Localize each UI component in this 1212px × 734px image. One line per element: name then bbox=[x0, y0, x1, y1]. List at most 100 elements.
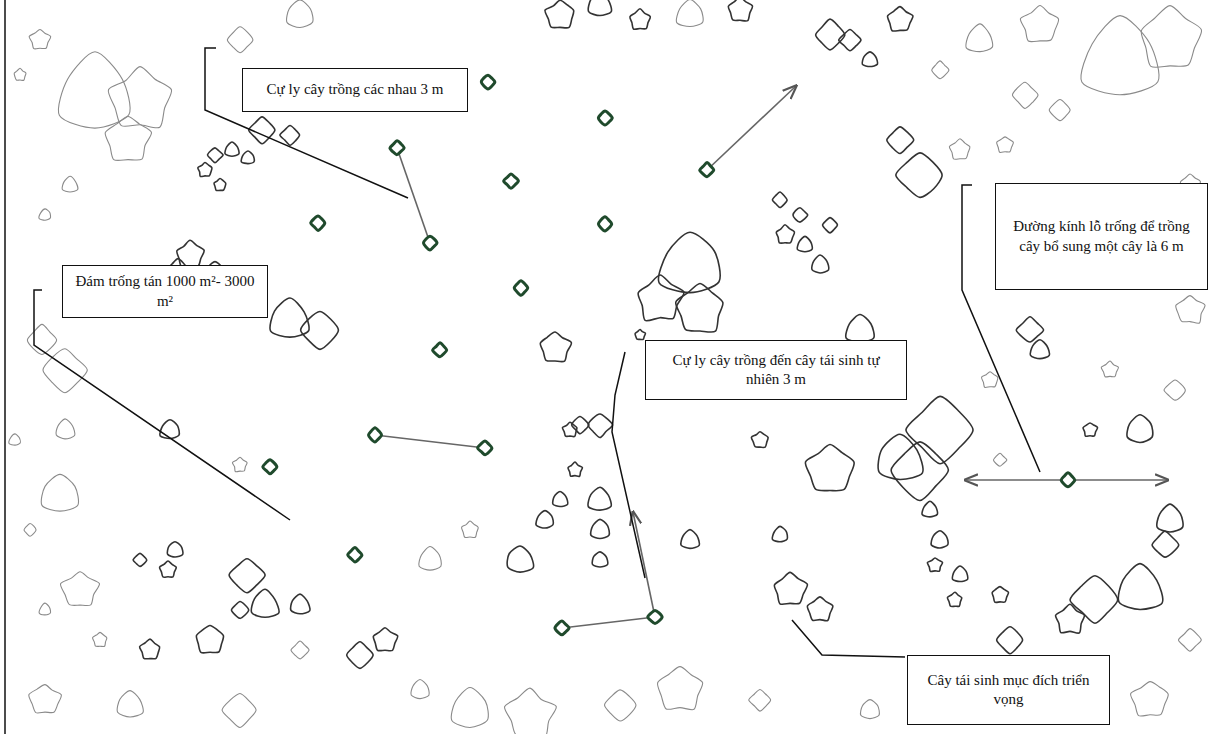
regeneration-tree bbox=[797, 236, 812, 251]
regeneration-tree bbox=[1030, 340, 1049, 359]
callout-text: Cây tái sinh mục đích triển vọng bbox=[916, 671, 1101, 710]
regeneration-tree bbox=[657, 667, 702, 710]
regeneration-tree bbox=[58, 52, 130, 128]
planted-tree bbox=[478, 441, 492, 455]
regeneration-trees bbox=[9, 0, 1205, 734]
regeneration-tree bbox=[301, 311, 339, 349]
planted-tree bbox=[433, 343, 447, 357]
regeneration-tree bbox=[56, 419, 75, 439]
regeneration-tree bbox=[816, 19, 845, 50]
regeneration-tree bbox=[588, 487, 611, 510]
regeneration-tree bbox=[177, 240, 204, 267]
regeneration-tree bbox=[887, 127, 914, 154]
regeneration-tree bbox=[270, 298, 309, 337]
regeneration-tree bbox=[638, 275, 684, 321]
regeneration-tree bbox=[635, 330, 645, 340]
regeneration-tree bbox=[1049, 100, 1070, 121]
planted-tree bbox=[263, 460, 277, 474]
callout-body: Cự ly cây trồng các nhau 3 m bbox=[267, 80, 444, 100]
regeneration-tree bbox=[588, 0, 611, 16]
regeneration-tree bbox=[225, 142, 239, 156]
regeneration-tree bbox=[291, 641, 309, 659]
regeneration-tree bbox=[839, 29, 861, 50]
regeneration-tree bbox=[553, 491, 568, 506]
regeneration-tree bbox=[772, 526, 787, 541]
callout-body: Đám trống tán 1000 m²- 3000 m² bbox=[71, 272, 259, 311]
planted-tree bbox=[598, 217, 611, 231]
callout-box: Cự ly cây trồng đến cây tái sinh tự nhiê… bbox=[645, 340, 907, 400]
regeneration-tree bbox=[291, 594, 310, 614]
planted-tree bbox=[504, 174, 519, 188]
regeneration-tree bbox=[251, 589, 279, 617]
planted-tree bbox=[348, 548, 362, 562]
regeneration-tree bbox=[1152, 531, 1179, 557]
regeneration-tree bbox=[347, 642, 373, 669]
regeneration-tree bbox=[891, 442, 948, 501]
planted-tree bbox=[648, 610, 662, 623]
callout-box: Cây tái sinh mục đích triển vọng bbox=[907, 655, 1110, 725]
regeneration-tree bbox=[676, 283, 723, 332]
regeneration-tree bbox=[591, 519, 610, 538]
callout-body: Đường kính lỗ trống để trồng cây bổ sung… bbox=[1004, 217, 1199, 256]
regeneration-tree bbox=[927, 558, 942, 572]
regeneration-tree bbox=[198, 162, 212, 176]
regeneration-tree bbox=[805, 445, 854, 491]
regeneration-tree bbox=[862, 52, 877, 67]
regeneration-tree bbox=[1020, 6, 1058, 42]
frame-line bbox=[4, 0, 6, 734]
regeneration-tree bbox=[214, 178, 226, 190]
planted-tree bbox=[311, 216, 325, 231]
regeneration-tree bbox=[592, 552, 608, 567]
regeneration-tree bbox=[1083, 423, 1098, 436]
planted-tree bbox=[368, 428, 381, 442]
regeneration-tree bbox=[222, 693, 256, 727]
regeneration-tree bbox=[9, 434, 20, 445]
regeneration-tree bbox=[1131, 682, 1169, 717]
regeneration-tree bbox=[60, 572, 99, 606]
regeneration-tree bbox=[1157, 504, 1183, 532]
regeneration-tree bbox=[419, 546, 442, 570]
regeneration-tree bbox=[287, 0, 314, 27]
regeneration-tree bbox=[568, 462, 582, 476]
regeneration-tree bbox=[1164, 380, 1185, 400]
regeneration-tree bbox=[1056, 604, 1085, 633]
regeneration-tree bbox=[630, 9, 650, 29]
regeneration-tree bbox=[1016, 317, 1043, 342]
regeneration-tree bbox=[1070, 576, 1118, 624]
regeneration-tree bbox=[373, 628, 397, 651]
regeneration-tree bbox=[93, 632, 107, 646]
regeneration-tree bbox=[29, 29, 51, 48]
regeneration-tree bbox=[676, 0, 703, 27]
regeneration-tree bbox=[1012, 82, 1038, 108]
regeneration-tree bbox=[160, 561, 177, 577]
regeneration-tree bbox=[62, 176, 78, 192]
regeneration-tree bbox=[29, 685, 62, 713]
callout-box: Đám trống tán 1000 m²- 3000 m² bbox=[62, 265, 268, 318]
regeneration-tree bbox=[993, 453, 1006, 466]
planted-tree bbox=[598, 111, 612, 125]
regeneration-tree bbox=[39, 209, 51, 220]
regeneration-tree bbox=[232, 457, 247, 472]
regeneration-tree bbox=[605, 690, 636, 721]
regeneration-tree bbox=[860, 700, 879, 719]
regeneration-tree bbox=[992, 587, 1008, 603]
regeneration-tree bbox=[229, 559, 265, 593]
distance-lines bbox=[375, 86, 1168, 628]
callout-box: Cự ly cây trồng các nhau 3 m bbox=[242, 68, 468, 112]
regeneration-tree bbox=[1141, 6, 1201, 68]
regeneration-tree bbox=[807, 597, 833, 621]
regeneration-tree bbox=[949, 139, 970, 160]
regeneration-tree bbox=[1101, 361, 1118, 377]
regeneration-tree bbox=[896, 153, 942, 198]
regeneration-tree bbox=[507, 546, 533, 572]
regeneration-tree bbox=[280, 126, 300, 146]
planted-tree bbox=[390, 141, 404, 155]
regeneration-tree bbox=[540, 332, 571, 362]
planted-tree bbox=[1061, 473, 1075, 487]
regeneration-tree bbox=[227, 27, 253, 53]
regeneration-tree bbox=[160, 420, 180, 439]
regeneration-tree bbox=[906, 396, 973, 463]
regeneration-tree bbox=[932, 61, 949, 79]
planted-tree bbox=[423, 236, 437, 250]
callout-text: Cự ly cây trồng đến cây tái sinh tự nhiê… bbox=[654, 351, 898, 390]
